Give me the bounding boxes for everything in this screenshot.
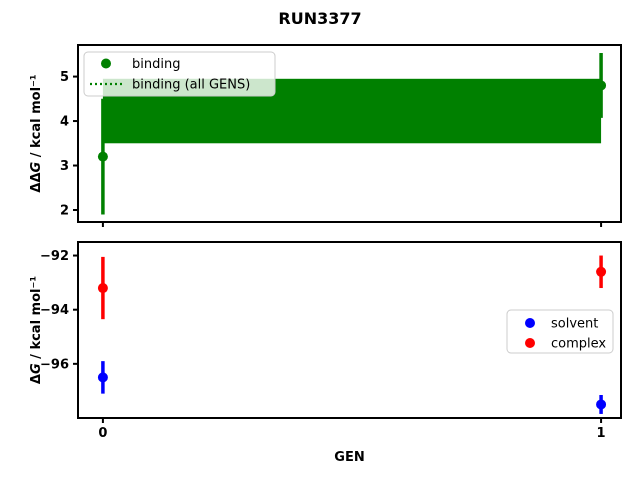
x-axis-label: GEN bbox=[334, 450, 364, 465]
legend: binding binding (all GENS) bbox=[83, 51, 276, 97]
x-tick-label: 1 bbox=[597, 426, 606, 441]
legend: solvent complex bbox=[506, 309, 614, 354]
y-tick-label: −94 bbox=[40, 303, 69, 318]
x-tick-label: 0 bbox=[98, 426, 107, 441]
figure-title: RUN3377 bbox=[278, 9, 361, 28]
point-solvent-gen1 bbox=[596, 399, 607, 410]
y-tick-label: 3 bbox=[60, 159, 69, 174]
legend-marker-circle bbox=[101, 58, 111, 69]
point-binding-gen0 bbox=[97, 151, 108, 162]
y-tick-label: 4 bbox=[60, 114, 69, 129]
axes-frame bbox=[77, 241, 622, 419]
y-tick-label: −92 bbox=[40, 249, 69, 264]
y-tick-label: 2 bbox=[60, 203, 69, 218]
point-complex-gen1 bbox=[596, 266, 607, 277]
subplots-group: 5 4 3 2 ΔΔG / kcal mol⁻¹ binding binding (all … bbox=[29, 44, 622, 465]
legend-label: complex bbox=[551, 337, 606, 352]
y-axis-label: ΔΔG / kcal mol⁻¹ bbox=[29, 74, 44, 192]
y-tick-label: −96 bbox=[40, 357, 69, 372]
subplot-ddg-binding: 5 4 3 2 ΔΔG / kcal mol⁻¹ binding binding (all … bbox=[29, 44, 622, 227]
legend-marker-circle bbox=[525, 338, 535, 348]
point-complex-gen0 bbox=[97, 283, 108, 294]
legend-label: binding (all GENS) bbox=[132, 78, 250, 93]
y-tick-label: 5 bbox=[60, 70, 69, 85]
point-solvent-gen0 bbox=[97, 372, 108, 383]
subplot-dg-phases: −92 −94 −96 0 1 ΔG / kcal mol⁻¹ GEN solvent comp… bbox=[29, 241, 622, 465]
point-binding-gen1 bbox=[596, 80, 607, 91]
legend-label: binding bbox=[132, 57, 180, 72]
y-axis-label: ΔG / kcal mol⁻¹ bbox=[29, 276, 44, 384]
legend-label: solvent bbox=[551, 317, 598, 332]
legend-box bbox=[83, 51, 276, 97]
legend-marker-circle bbox=[525, 318, 535, 328]
axes-frame bbox=[77, 44, 622, 223]
